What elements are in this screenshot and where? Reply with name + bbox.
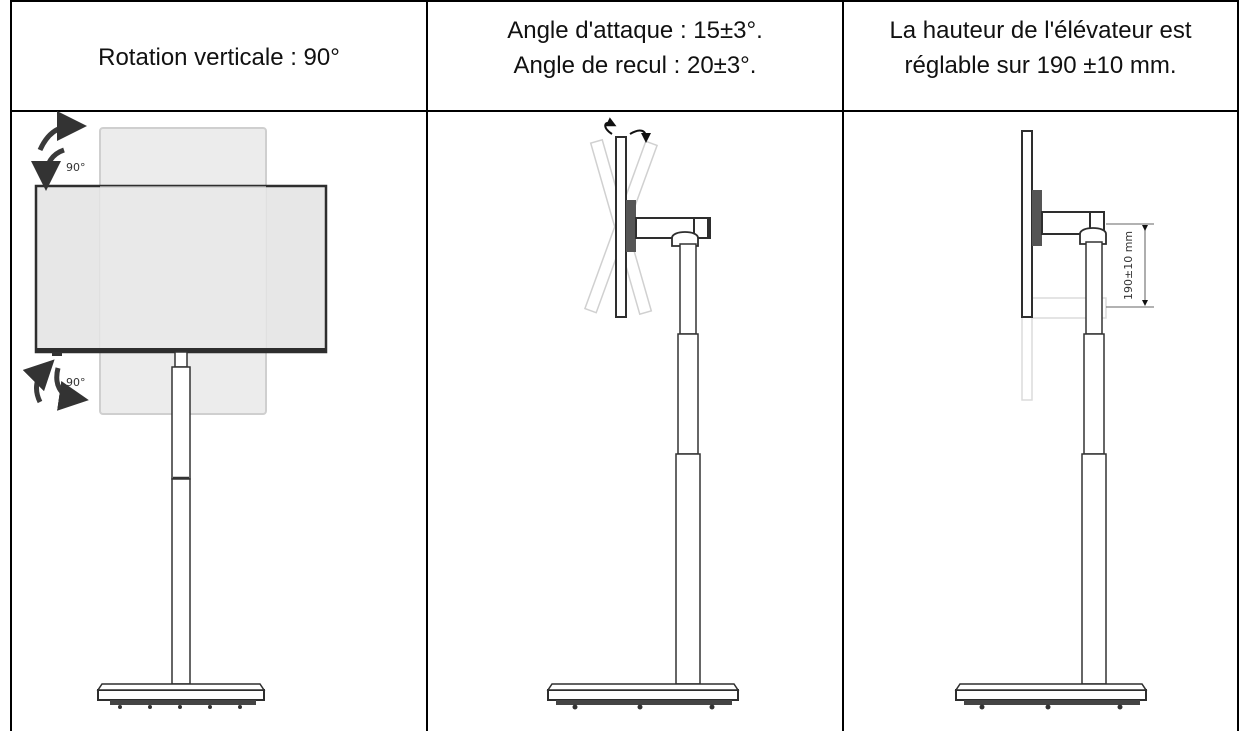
rotate-arrow-back-icon (22, 359, 55, 404)
tilt-arrow-back-icon (604, 117, 617, 135)
table-top-border (10, 0, 1239, 2)
rotation-drawing: 90° 90° (22, 111, 328, 709)
tilt-screen (615, 136, 627, 318)
stand-base (97, 689, 265, 701)
column-divider-1 (426, 0, 428, 731)
tilt-pole-middle (677, 333, 699, 455)
header-height: La hauteur de l'élévateur est réglable s… (844, 0, 1237, 95)
header-rotation: Rotation verticale : 90° (12, 10, 426, 105)
height-stand-base (955, 689, 1147, 701)
height-pole-middle (1083, 333, 1105, 455)
tilt-pole-lower (675, 453, 701, 685)
header-tilt: Angle d'attaque : 15±3°. Angle de recul … (428, 0, 842, 95)
header-tilt-line-1: Angle d'attaque : 15±3°. (507, 16, 763, 44)
rotate-arrow-down-icon (31, 147, 65, 191)
pole-lower (171, 478, 191, 685)
rotate-arrow-forward-icon (54, 367, 89, 411)
pole-neck (174, 351, 188, 368)
column-divider-2 (842, 0, 844, 731)
header-divider (10, 110, 1239, 112)
tilt-arrow-forward-icon (629, 129, 651, 143)
header-height-line-2: réglable sur 190 ±10 mm. (904, 51, 1177, 79)
top-angle-label: 90° (66, 161, 86, 174)
table-left-border (10, 0, 12, 731)
rotate-arrow-up-icon (37, 111, 87, 152)
tilt-drawing (546, 117, 740, 710)
height-pole-lower (1081, 453, 1107, 685)
height-pole-upper (1085, 241, 1103, 335)
height-dimension-label: 190±10 mm (1122, 231, 1135, 300)
tilt-stand-base (547, 689, 739, 701)
height-screen (1021, 130, 1033, 318)
bottom-angle-label: 90° (66, 376, 86, 389)
tilt-pole-upper (679, 243, 697, 335)
height-drawing: 190±10 mm (954, 130, 1154, 710)
header-rotation-line-1: Rotation verticale : 90° (98, 44, 340, 71)
header-height-line-1: La hauteur de l'élévateur est (889, 16, 1192, 44)
pole-upper (171, 366, 191, 480)
table-right-border (1237, 0, 1239, 731)
header-tilt-line-2: Angle de recul : 20±3°. (513, 51, 757, 79)
